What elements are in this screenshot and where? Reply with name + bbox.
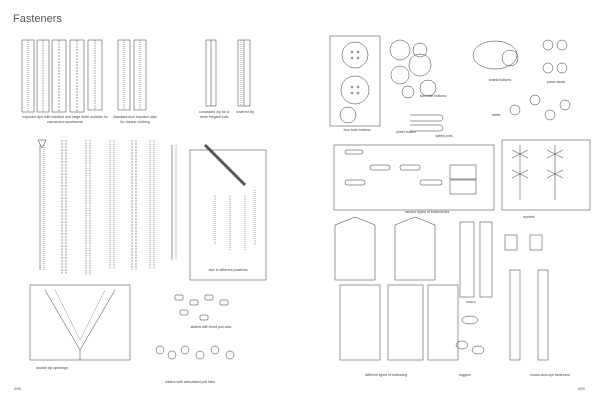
caption-buttonholes: various types of buttonholes [404,210,450,214]
caption-velcro: velcro [466,300,476,304]
zips-positions-box [189,149,267,281]
caption-press-studs: press studs [546,80,566,84]
press-studs [542,39,568,74]
rivets [509,94,571,121]
caption-buttoning: different types of buttoning [364,373,408,377]
hooks-eyes [504,234,549,361]
right-page-number: 499 [578,386,585,391]
buttoning-strips [339,284,459,361]
caption-two-hole-buttons: two-hole buttons [419,94,447,98]
velcro-strip-2 [479,221,493,298]
page-title: Fasteners [13,13,62,25]
sliders-articulated [155,345,235,360]
caption-hooks-eyes: hooks-and-eye fasteners [530,373,570,377]
zips-illustrations [21,39,267,361]
standard-zip-group [87,39,147,111]
caption-covered-zip: covered zip [235,110,255,114]
caption-concealed-zip: concealed zip for a more elegant look [198,110,230,119]
two-hole-buttons [389,39,437,99]
exposed-zip-group [21,39,85,113]
caption-shank-buttons: shank buttons [488,78,512,82]
buttonholes [344,149,477,195]
velcro-strip [459,221,475,298]
caption-zips-positions: zips in different positions [208,268,248,272]
double-zip-box [29,284,131,361]
buttons-illustrations [329,35,591,361]
left-page-number: 498 [14,386,21,391]
eyelets [511,145,564,200]
four-hole-buttons [339,41,370,124]
covered-zip [237,39,251,107]
caption-safety-pins: safety pins [435,134,453,138]
caption-double-zip: double zip openings [36,366,68,370]
safety-pins [410,114,444,132]
right-page: four-hole buttons two-hole buttons shank… [300,0,600,400]
four-hole-buttons-box [329,35,381,127]
caption-articulated-pull-tabs: sliders with articulated pull tabs [165,380,215,384]
shank-buttons [472,40,519,70]
caption-four-hole-buttons: four-hole buttons [343,128,371,132]
left-page: Fasteners exposed zips with medium and l… [13,0,301,400]
caption-fixed-pull-tabs: sliders with fixed pull tabs [190,325,232,329]
caption-exposed-zips: exposed zips with medium and large teeth… [22,115,108,124]
toggles [455,315,485,355]
caption-standard-zips: standard-size exposed zips for classic c… [113,115,157,124]
sliders-fixed [174,294,229,321]
eyelets-box [501,139,591,211]
caption-jewel-button: jewel button [396,130,416,134]
long-zips-row [37,139,177,275]
caption-toggles: toggles [459,373,471,377]
buttonholes-box [333,144,495,211]
caption-rivets: rivets [491,113,501,117]
positioned-zips [203,143,256,250]
concealed-zip [205,39,217,107]
caption-eyelets: eyelets [523,215,535,219]
garment-shirts [334,216,436,281]
